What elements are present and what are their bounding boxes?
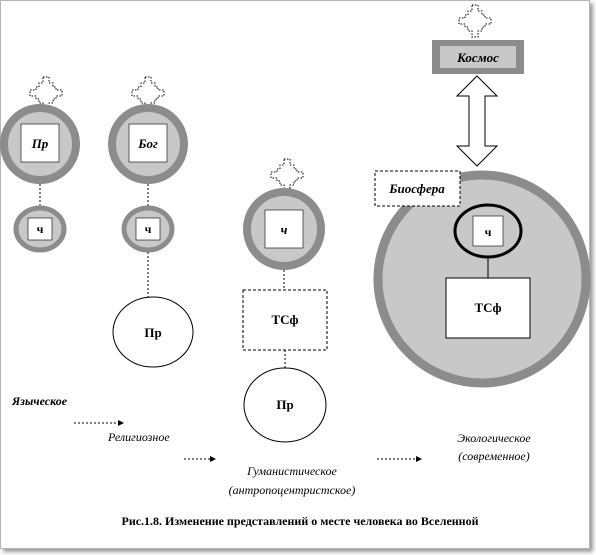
arrow-head-icon bbox=[118, 420, 124, 426]
stage-humanist-2: (антропоцентристское) bbox=[229, 483, 356, 497]
arrow-head-icon bbox=[210, 456, 216, 462]
ch-box bbox=[264, 209, 304, 249]
star-icon bbox=[458, 4, 492, 38]
double-arrow-icon bbox=[455, 75, 499, 167]
node-pr-humanist: Пр bbox=[276, 397, 293, 412]
stage-eco-1: Экологическое bbox=[457, 431, 531, 445]
node-bog: Бог bbox=[137, 136, 158, 151]
ch-box bbox=[472, 215, 504, 247]
ch-box bbox=[27, 217, 53, 241]
tsf-box-eco bbox=[445, 277, 531, 339]
stage-pagan: Языческое bbox=[11, 394, 68, 408]
bog-box bbox=[128, 123, 168, 163]
stage-religious: Религиозное bbox=[107, 430, 170, 444]
star-icon bbox=[29, 76, 63, 110]
node-kosmos: Космос bbox=[456, 50, 499, 65]
kosmos-box bbox=[440, 46, 516, 68]
stage-humanist-1: Гуманистическое bbox=[246, 464, 337, 478]
node-ch-1: ч bbox=[37, 222, 44, 236]
node-ch-3: ч bbox=[281, 222, 288, 237]
pr-box bbox=[20, 123, 60, 163]
arrow-head-icon bbox=[416, 456, 422, 462]
node-pr-top: Пр bbox=[31, 136, 49, 151]
ch-box bbox=[135, 217, 161, 241]
pr-circle bbox=[243, 367, 327, 443]
biosfera-box bbox=[374, 170, 461, 207]
node-tsf-humanist: ТСф bbox=[271, 312, 298, 327]
node-tsf-eco: ТСф bbox=[474, 300, 501, 315]
node-ch-4: ч bbox=[485, 225, 492, 239]
node-pr-religious: Пр bbox=[144, 325, 161, 340]
node-ch-2: ч bbox=[145, 222, 152, 236]
star-icon bbox=[270, 158, 304, 192]
pr-circle bbox=[112, 296, 194, 368]
figure-caption: Рис.1.8. Изменение представлений о месте… bbox=[121, 514, 478, 528]
node-biosfera: Биосфера bbox=[388, 181, 445, 196]
stage-eco-2: (современное) bbox=[458, 449, 529, 463]
